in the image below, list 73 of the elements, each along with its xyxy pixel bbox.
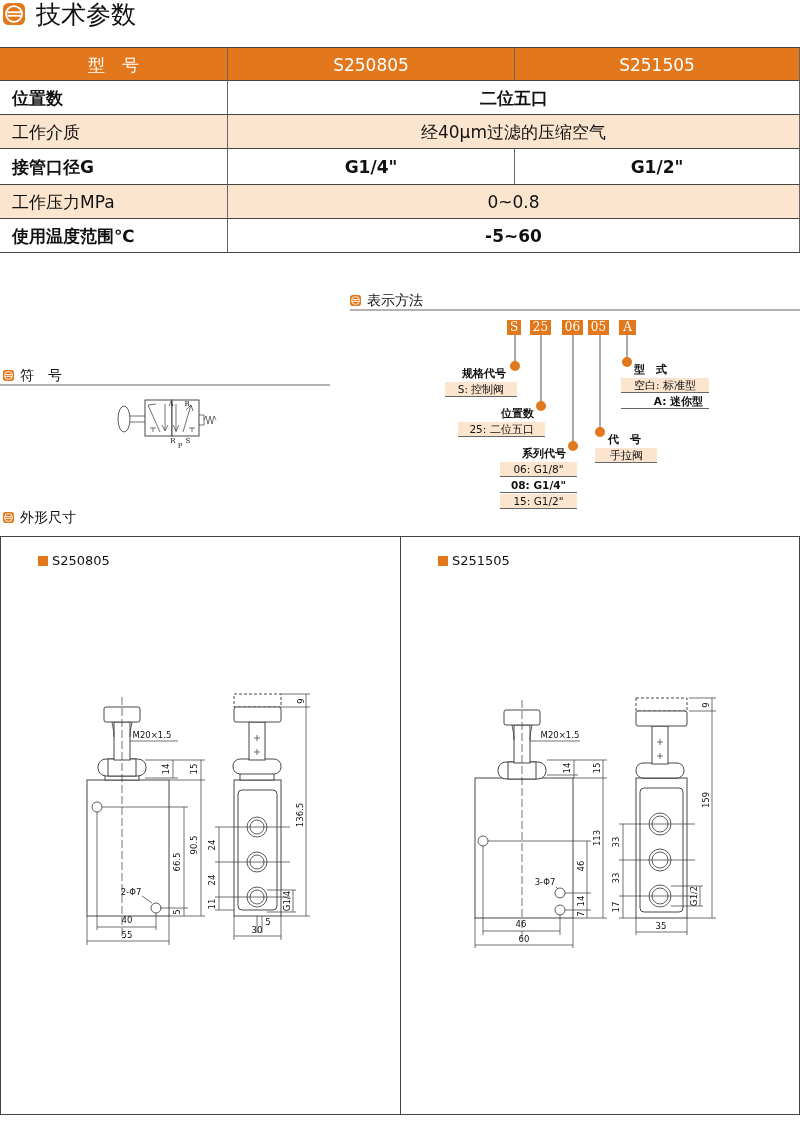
dimension-label: 35 — [655, 921, 667, 931]
code-heading: 系列代号 — [521, 446, 567, 461]
dimension-label: 33 — [611, 836, 621, 848]
dimension-label: 3-Φ7 — [534, 877, 556, 887]
dimension-label: G1/4 — [282, 890, 292, 912]
dimension-label: 113 — [592, 829, 602, 847]
code-heading: 规格代号 — [461, 366, 507, 381]
page-title: 技术参数 — [36, 0, 136, 30]
dimension-label: 14 — [161, 763, 171, 775]
code-option: 08: G1/4" — [500, 478, 577, 493]
dimension-label: 2-Φ7 — [120, 887, 142, 897]
code-option: 空白: 标准型 — [621, 378, 709, 393]
code-box: 05 — [588, 320, 609, 335]
table-cell: 工作压力MPa — [0, 185, 228, 219]
dimension-label: 24 — [207, 874, 217, 886]
dimension-label: 40 — [121, 915, 133, 925]
dimension-label: 15 — [189, 763, 199, 775]
dimension-label: 60 — [518, 934, 530, 944]
drawing-panel — [0, 536, 401, 1115]
table-cell: 经40μm过滤的压缩空气 — [228, 115, 800, 149]
table-cell: 工作介质 — [0, 115, 228, 149]
code-option: A: 迷你型 — [621, 394, 709, 409]
panel-title: S250805 — [52, 552, 110, 569]
dimension-label: 30 — [251, 925, 263, 935]
dimension-label: 33 — [611, 872, 621, 884]
dimension-label: 159 — [701, 791, 711, 809]
dimension-label: M20×1.5 — [540, 730, 580, 740]
code-option: 06: G1/8" — [500, 462, 577, 477]
leader-line — [536, 334, 546, 411]
dimension-label: G1/2 — [689, 885, 699, 907]
dimension-label: 14 — [576, 895, 586, 907]
leader-line — [568, 334, 578, 451]
dimension-label: 24 — [207, 839, 217, 851]
table-header-cell: S251505 — [515, 47, 800, 81]
code-heading: 代 号 — [607, 432, 642, 447]
dimension-label: 14 — [562, 762, 572, 774]
section-heading: 表示方法 — [367, 292, 423, 309]
dimension-label: 136.5 — [295, 802, 305, 828]
dimension-label: 17 — [611, 901, 621, 913]
dimension-label: 5 — [172, 909, 182, 915]
code-option: 15: G1/2" — [500, 494, 577, 509]
leader-line — [510, 334, 520, 371]
code-box: 06 — [562, 320, 583, 335]
table-cell: 0~0.8 — [228, 185, 800, 219]
dimension-label: 7 — [576, 911, 586, 917]
dimension-label: 55 — [121, 930, 133, 940]
dimension-label: 66.5 — [172, 852, 182, 872]
panel-title: S251505 — [452, 552, 510, 569]
code-option: 25: 二位五口 — [458, 422, 545, 437]
dimension-label: 90.5 — [189, 835, 199, 855]
table-cell: 使用温度范围℃ — [0, 219, 228, 253]
dimension-label: 11 — [207, 898, 217, 910]
code-box: A — [619, 320, 636, 335]
dimension-label: 46 — [576, 860, 586, 872]
code-heading: 型 式 — [633, 362, 668, 377]
leader-line — [622, 334, 632, 367]
table-header-cell: 型 号 — [0, 47, 228, 81]
code-option: 手拉阀 — [595, 448, 657, 463]
code-option: S: 控制阀 — [445, 382, 517, 397]
code-box: S — [507, 320, 521, 335]
dimension-label: 15 — [592, 762, 602, 774]
dimension-label: 5 — [265, 917, 271, 927]
drawing-panel — [401, 536, 800, 1115]
dimension-label: 9 — [701, 702, 711, 708]
dimension-label: 9 — [296, 698, 306, 704]
table-header-cell: S250805 — [228, 47, 515, 81]
section-heading: 符 号 — [20, 367, 62, 384]
dimension-label: M20×1.5 — [132, 730, 172, 740]
dimension-label: 46 — [515, 919, 527, 929]
code-heading: 位置数 — [500, 406, 535, 421]
leader-line — [595, 334, 605, 437]
code-box: 25 — [530, 320, 551, 335]
table-cell: -5~60 — [228, 219, 800, 253]
